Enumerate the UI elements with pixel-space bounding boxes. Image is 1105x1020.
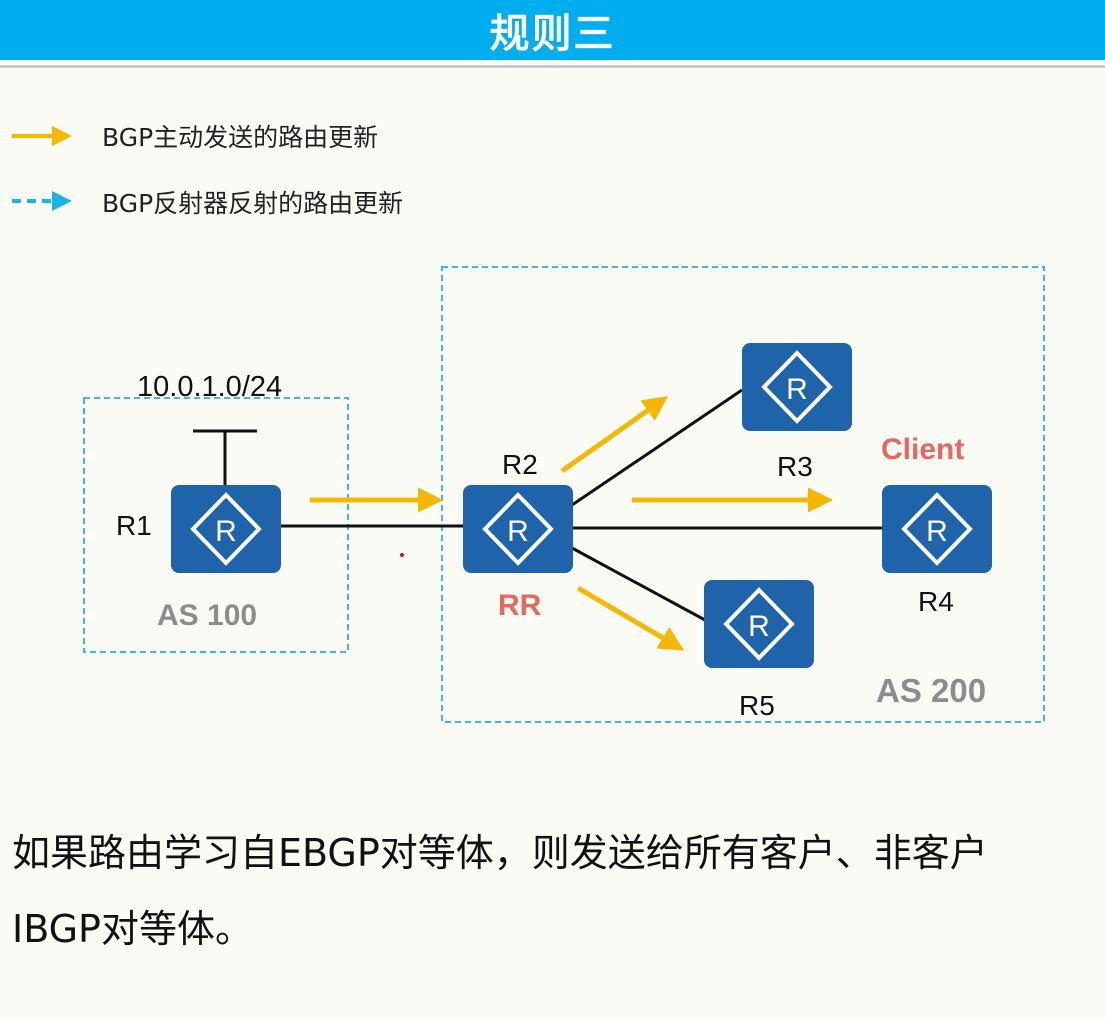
as200-label: AS 200 xyxy=(876,672,986,709)
link-r2-r3 xyxy=(571,388,743,507)
router-r2-glyph: R xyxy=(507,515,529,548)
as100-label: AS 100 xyxy=(157,599,257,632)
client-label: Client xyxy=(881,433,964,466)
router-r3-glyph: R xyxy=(786,373,808,406)
router-r2-label: R2 xyxy=(502,449,538,480)
router-r4-label: R4 xyxy=(918,586,954,617)
router-r5-glyph: R xyxy=(748,610,770,643)
link-r2-r5 xyxy=(571,546,706,622)
router-r2: R xyxy=(461,483,575,575)
as200-boundary xyxy=(441,266,1045,723)
router-r4: R xyxy=(880,483,994,575)
legend-solid-label: BGP主动发送的路由更新 xyxy=(102,123,379,152)
router-r1-glyph: R xyxy=(215,515,237,548)
page-title: 规则三 xyxy=(489,11,616,57)
pointer-dot xyxy=(400,553,404,557)
body-text-line-2: IBGP对等体。 xyxy=(12,907,253,951)
router-r5: R xyxy=(702,578,816,670)
legend-dashed-label: BGP反射器反射的路由更新 xyxy=(102,189,404,218)
router-r3-label: R3 xyxy=(777,451,813,482)
network-prefix-label: 10.0.1.0/24 xyxy=(137,371,282,403)
update-arrow-r2-r5 xyxy=(576,585,685,651)
router-r3: R xyxy=(740,341,854,433)
router-r1: R xyxy=(169,483,283,575)
title-bar: 规则三 xyxy=(0,0,1105,60)
router-r5-label: R5 xyxy=(739,690,775,721)
body-text-line-1: 如果路由学习自EBGP对等体，则发送给所有客户、非客户 xyxy=(12,831,988,875)
rr-label: RR xyxy=(498,589,542,622)
title-divider xyxy=(0,65,1105,68)
router-r4-glyph: R xyxy=(926,515,948,548)
update-arrow-r2-r3 xyxy=(560,396,669,474)
router-r1-label: R1 xyxy=(116,510,152,541)
